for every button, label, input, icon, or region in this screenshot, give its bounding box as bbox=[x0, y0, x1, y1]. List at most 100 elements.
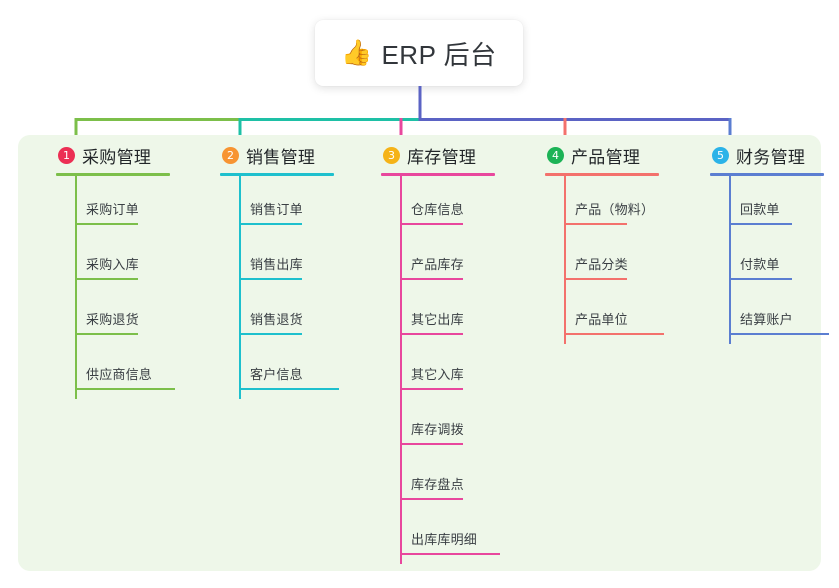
leaf-rule bbox=[75, 333, 138, 335]
leaf-label: 销售出库 bbox=[250, 257, 303, 272]
leaf-label: 回款单 bbox=[740, 202, 780, 217]
leaf-rule bbox=[564, 278, 627, 280]
leaf-rule bbox=[400, 443, 463, 445]
leaf-rule bbox=[400, 553, 500, 555]
leaf-list-2: 销售订单 销售出库 销售退货 客户信息 bbox=[204, 179, 364, 399]
leaf-label: 产品单位 bbox=[575, 312, 628, 327]
leaf-item[interactable]: 销售出库 bbox=[204, 234, 364, 289]
root-node-card[interactable]: 👍 ERP 后台 bbox=[315, 20, 523, 86]
branch-column-product: 4 产品管理 产品（物料） 产品分类 产品单位 bbox=[529, 135, 689, 571]
leaf-rule bbox=[75, 278, 138, 280]
leaf-rule bbox=[400, 278, 463, 280]
leaf-label: 采购订单 bbox=[86, 202, 139, 217]
leaf-item[interactable]: 结算账户 bbox=[694, 289, 839, 344]
leaf-item[interactable]: 产品库存 bbox=[365, 234, 525, 289]
leaf-label: 产品分类 bbox=[575, 257, 628, 272]
leaf-rule bbox=[400, 333, 463, 335]
leaf-label: 仓库信息 bbox=[411, 202, 464, 217]
branch-badge-4: 4 bbox=[547, 146, 564, 164]
branch-spine-5 bbox=[729, 176, 731, 344]
leaf-item[interactable]: 其它出库 bbox=[365, 289, 525, 344]
branch-badge-1: 1 bbox=[58, 146, 75, 164]
leaf-label: 库存盘点 bbox=[411, 477, 464, 492]
leaf-rule bbox=[729, 223, 792, 225]
leaf-list-1: 采购订单 采购入库 采购退货 供应商信息 bbox=[40, 179, 200, 399]
leaf-item[interactable]: 客户信息 bbox=[204, 344, 364, 399]
branch-header-purchasing[interactable]: 1 采购管理 bbox=[40, 135, 200, 175]
leaf-rule bbox=[239, 278, 302, 280]
leaf-label: 产品库存 bbox=[411, 257, 464, 272]
leaf-label: 采购退货 bbox=[86, 312, 139, 327]
leaf-rule bbox=[564, 333, 664, 335]
branch-title-2: 销售管理 bbox=[246, 147, 316, 167]
branch-rule-1 bbox=[56, 173, 170, 176]
leaf-item[interactable]: 销售订单 bbox=[204, 179, 364, 234]
thumbs-up-icon: 👍 bbox=[341, 38, 373, 67]
branch-spine-3 bbox=[400, 176, 402, 564]
branch-header-finance[interactable]: 5 财务管理 bbox=[694, 135, 839, 175]
branch-title-4: 产品管理 bbox=[571, 147, 641, 167]
leaf-label: 销售退货 bbox=[250, 312, 303, 327]
leaf-item[interactable]: 销售退货 bbox=[204, 289, 364, 344]
branch-title-3: 库存管理 bbox=[407, 147, 477, 167]
leaf-item[interactable]: 产品分类 bbox=[529, 234, 689, 289]
leaf-rule bbox=[75, 388, 175, 390]
branch-title-1: 采购管理 bbox=[82, 147, 152, 167]
leaf-rule bbox=[239, 223, 302, 225]
branch-rule-4 bbox=[545, 173, 659, 176]
leaf-item[interactable]: 采购订单 bbox=[40, 179, 200, 234]
leaf-rule bbox=[239, 388, 339, 390]
leaf-list-4: 产品（物料） 产品分类 产品单位 bbox=[529, 179, 689, 344]
branch-spine-1 bbox=[75, 176, 77, 399]
branch-rule-5 bbox=[710, 173, 824, 176]
leaf-item[interactable]: 其它入库 bbox=[365, 344, 525, 399]
leaf-rule bbox=[75, 223, 138, 225]
branch-column-sales: 2 销售管理 销售订单 销售出库 销售退货 客户信息 bbox=[204, 135, 364, 571]
branch-badge-2: 2 bbox=[222, 146, 239, 164]
leaf-label: 产品（物料） bbox=[575, 202, 655, 217]
branch-spine-2 bbox=[239, 176, 241, 399]
branch-header-sales[interactable]: 2 销售管理 bbox=[204, 135, 364, 175]
leaf-label: 其它入库 bbox=[411, 367, 464, 382]
leaf-rule bbox=[729, 278, 792, 280]
leaf-label: 供应商信息 bbox=[86, 367, 153, 382]
leaf-label: 销售订单 bbox=[250, 202, 303, 217]
leaf-item[interactable]: 库存盘点 bbox=[365, 454, 525, 509]
leaf-item[interactable]: 产品单位 bbox=[529, 289, 689, 344]
column-container: 1 采购管理 采购订单 采购入库 采购退货 供应商信息 bbox=[18, 135, 829, 571]
branch-rule-3 bbox=[381, 173, 495, 176]
leaf-label: 付款单 bbox=[740, 257, 780, 272]
branch-rule-2 bbox=[220, 173, 334, 176]
leaf-list-5: 回款单 付款单 结算账户 bbox=[694, 179, 839, 344]
leaf-label: 客户信息 bbox=[250, 367, 303, 382]
leaf-item[interactable]: 采购退货 bbox=[40, 289, 200, 344]
branch-badge-5: 5 bbox=[712, 146, 729, 164]
branch-column-purchasing: 1 采购管理 采购订单 采购入库 采购退货 供应商信息 bbox=[40, 135, 200, 571]
leaf-item[interactable]: 供应商信息 bbox=[40, 344, 200, 399]
branch-header-inventory[interactable]: 3 库存管理 bbox=[365, 135, 525, 175]
root-node-title: ERP 后台 bbox=[381, 39, 497, 70]
branch-spine-4 bbox=[564, 176, 566, 344]
leaf-label: 出库库明细 bbox=[411, 532, 478, 547]
branch-column-finance: 5 财务管理 回款单 付款单 结算账户 bbox=[694, 135, 839, 571]
leaf-item[interactable]: 采购入库 bbox=[40, 234, 200, 289]
leaf-label: 结算账户 bbox=[740, 312, 793, 327]
leaf-rule bbox=[400, 388, 463, 390]
leaf-item[interactable]: 产品（物料） bbox=[529, 179, 689, 234]
leaf-rule bbox=[729, 333, 829, 335]
leaf-item[interactable]: 库存调拨 bbox=[365, 399, 525, 454]
leaf-rule bbox=[239, 333, 302, 335]
leaf-list-3: 仓库信息 产品库存 其它出库 其它入库 库存调拨 库存盘点 bbox=[365, 179, 525, 564]
branch-header-product[interactable]: 4 产品管理 bbox=[529, 135, 689, 175]
leaf-rule bbox=[400, 223, 463, 225]
leaf-item[interactable]: 出库库明细 bbox=[365, 509, 525, 564]
leaf-label: 其它出库 bbox=[411, 312, 464, 327]
branch-title-5: 财务管理 bbox=[736, 147, 806, 167]
leaf-label: 采购入库 bbox=[86, 257, 139, 272]
leaf-item[interactable]: 付款单 bbox=[694, 234, 839, 289]
branch-column-inventory: 3 库存管理 仓库信息 产品库存 其它出库 其它入库 库存调拨 bbox=[365, 135, 525, 571]
leaf-item[interactable]: 仓库信息 bbox=[365, 179, 525, 234]
leaf-item[interactable]: 回款单 bbox=[694, 179, 839, 234]
branch-badge-3: 3 bbox=[383, 146, 400, 164]
leaf-label: 库存调拨 bbox=[411, 422, 464, 437]
